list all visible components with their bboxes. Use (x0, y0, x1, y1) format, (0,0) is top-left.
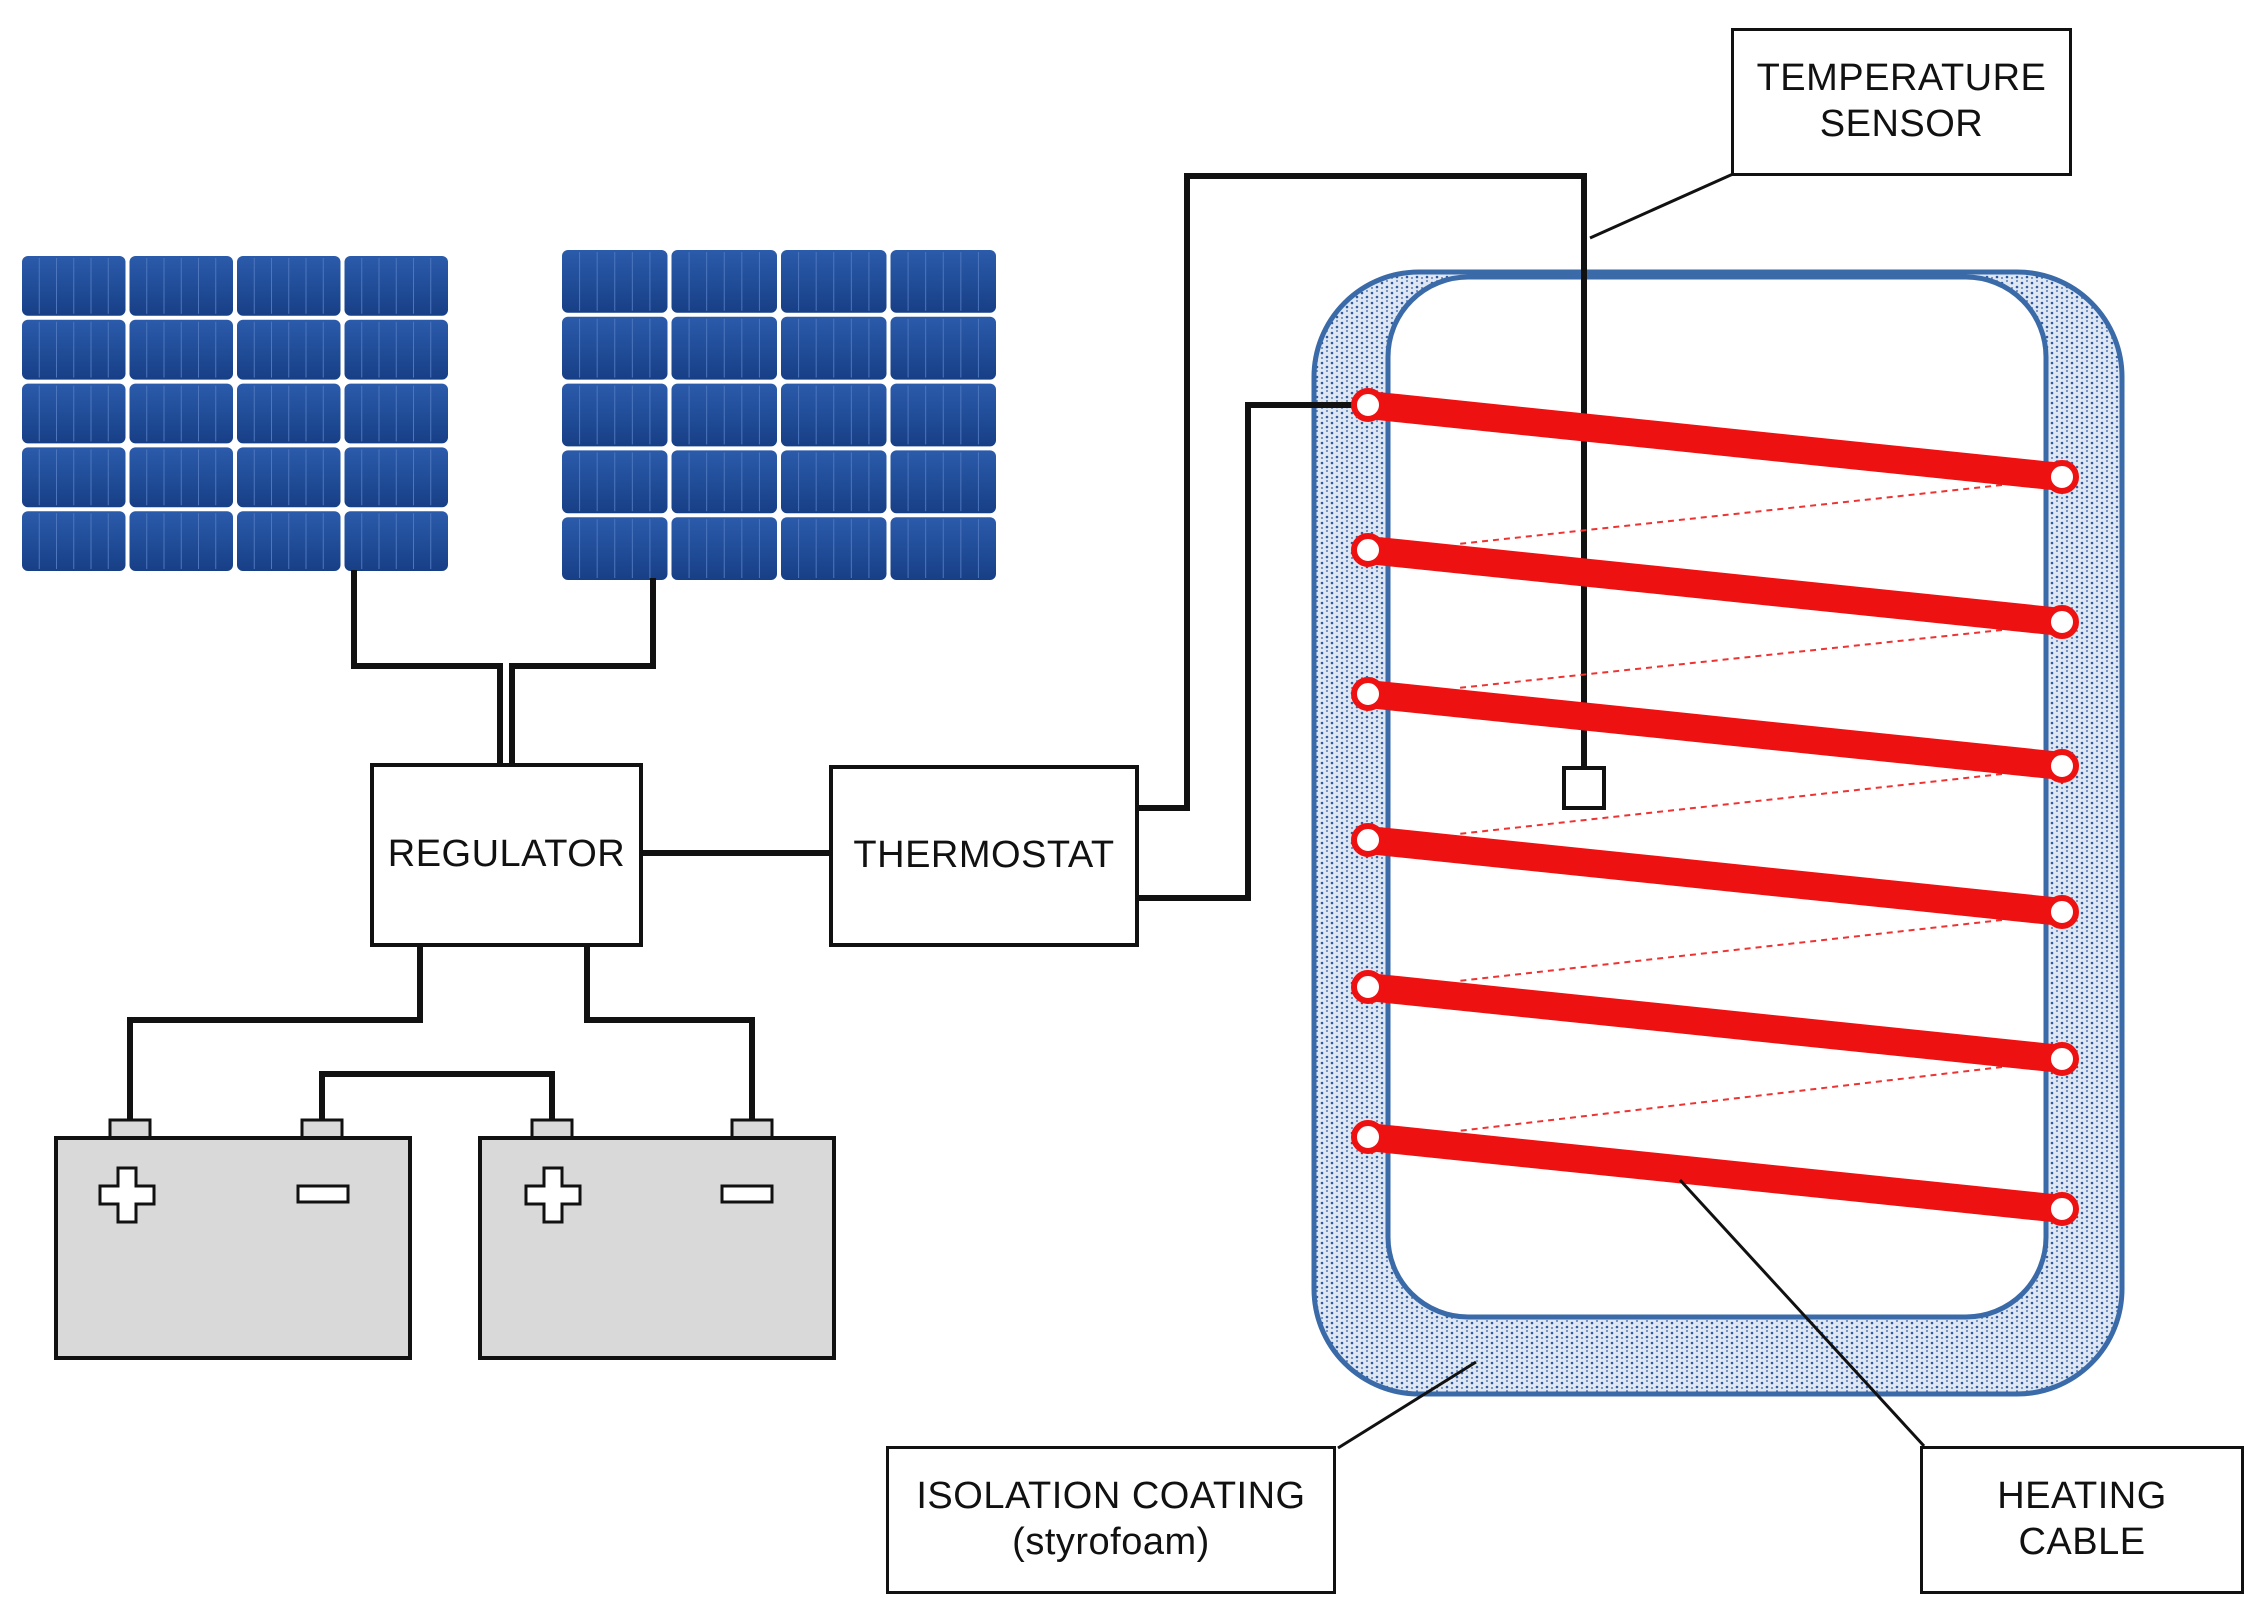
cell-junction (230, 312, 240, 323)
solar-panel-right (562, 250, 996, 580)
heating-cable-segment (1366, 536, 2064, 636)
thermostat-box (829, 765, 1139, 947)
plus-terminal-icon (98, 1166, 156, 1224)
heating-cable-bend (1351, 677, 1385, 711)
heating-cable-bend (2045, 605, 2079, 639)
cell-junction (122, 504, 133, 515)
cell-junction (883, 443, 894, 454)
heating-cable-segment (1366, 391, 2064, 491)
heating-cable-bend (1351, 823, 1385, 857)
cell-junction (664, 376, 675, 387)
minus-terminal-icon (296, 1184, 350, 1204)
heating-cable-segment (1366, 680, 2064, 780)
isolation-leader-line (1337, 1360, 1477, 1450)
heating-cable-line1: HEATING (1997, 1475, 2167, 1518)
battery-wiring (127, 945, 755, 1120)
solar-panel-left (22, 256, 448, 571)
cell-junction (774, 443, 784, 454)
heating-cable-leader-line (1678, 1178, 1926, 1448)
heating-cable (1351, 388, 2079, 1226)
heating-cable-segment (1366, 1123, 2064, 1223)
heating-cable-back-segment (1457, 629, 2003, 689)
heating-cable-back-segment (1457, 484, 2003, 545)
heating-cable-back-segment (1457, 773, 2003, 835)
heating-cable-bend (2045, 1042, 2079, 1076)
isolation-coating-line1: ISOLATION COATING (916, 1475, 1306, 1518)
cell-junction (230, 440, 240, 451)
cell-junction (122, 376, 133, 387)
cell-junction (664, 443, 675, 454)
regulator-text: REGULATOR (387, 833, 626, 876)
cell-junction (774, 376, 784, 387)
temperature-sensor-label: TEMPERATURE SENSOR (1731, 28, 2072, 176)
cell-junction (337, 440, 348, 451)
heating-cable-bend (2045, 460, 2079, 494)
temperature-sensor-line1: TEMPERATURE (1756, 57, 2047, 100)
cell-junction (774, 309, 784, 320)
isolation-coating-label: ISOLATION COATING (styrofoam) (886, 1446, 1336, 1594)
minus-terminal-icon (720, 1184, 774, 1204)
cell-junction (337, 504, 348, 515)
battery-icon (478, 1118, 836, 1360)
regulator-label: REGULATOR (374, 767, 639, 943)
heating-cable-label: HEATING CABLE (1920, 1446, 2244, 1594)
sensor-leader-line (1589, 172, 1734, 240)
battery-left (54, 1118, 412, 1360)
heating-cable-segment (1366, 973, 2064, 1073)
isolation-coating-line2: (styrofoam) (1012, 1521, 1210, 1563)
tank-inner (1385, 274, 2049, 1320)
thermostat-wiring (1137, 173, 1587, 901)
cell-junction (122, 440, 133, 451)
heating-cable-bend (2045, 749, 2079, 783)
leader-lines (1337, 172, 1926, 1450)
battery-icon (54, 1118, 412, 1360)
thermostat-label: THERMOSTAT (833, 769, 1135, 943)
cell-junction (883, 510, 894, 521)
solar-panel-icon (22, 256, 448, 571)
heating-cable-segment (1366, 826, 2064, 926)
battery-right (478, 1118, 836, 1360)
heating-cable-bend (1351, 1120, 1385, 1154)
cell-junction (230, 376, 240, 387)
heating-cable-bend (2045, 1192, 2079, 1226)
solar-panel-icon (562, 250, 996, 580)
heating-cable-bend (1351, 970, 1385, 1004)
cell-junction (774, 510, 784, 521)
cell-junction (337, 376, 348, 387)
heating-cable-line2: CABLE (2018, 1521, 2146, 1563)
heating-cable-back-segment (1457, 919, 2003, 982)
cell-junction (664, 510, 675, 521)
cell-junction (664, 309, 675, 320)
heating-cable-back-segment (1457, 1066, 2003, 1132)
cell-junction (122, 312, 133, 323)
cell-junction (883, 309, 894, 320)
plus-terminal-icon (524, 1166, 582, 1224)
cell-junction (230, 504, 240, 515)
thermostat-text: THERMOSTAT (853, 834, 1115, 877)
heating-cable-bend (2045, 895, 2079, 929)
cell-junction (337, 312, 348, 323)
heating-cable-bend (1351, 388, 1385, 422)
cell-junction (883, 376, 894, 387)
panel-wiring (351, 570, 656, 765)
temperature-sensor-line2: SENSOR (1819, 103, 1984, 145)
heating-cable-bend (1351, 533, 1385, 567)
temperature-sensor-probe (1562, 766, 1606, 810)
